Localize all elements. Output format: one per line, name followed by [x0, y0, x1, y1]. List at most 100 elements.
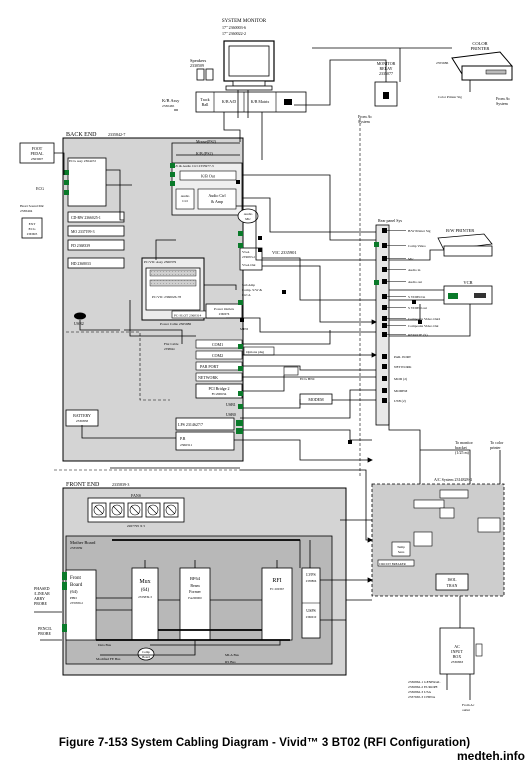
rear-label: S VIDEO out: [408, 306, 427, 310]
vic-label: VIC 2335901: [272, 250, 297, 255]
isol-tran-a: ISOL: [448, 577, 457, 582]
connector: [418, 320, 422, 324]
cable-line: [234, 439, 370, 461]
arrowhead: [371, 352, 377, 358]
ext-ecg-pn: 2363605: [27, 232, 38, 236]
par-port-label: PAR PORT: [200, 364, 219, 369]
rear-label: NETWORK: [394, 365, 412, 369]
frontend-title: FRONT END: [66, 482, 100, 488]
connector: [258, 236, 262, 240]
speakers: Speakers 2330509: [190, 58, 214, 81]
from-ac-label-1: From Ac: [358, 114, 372, 119]
rear-connector: [382, 376, 387, 381]
rear-label: B/W Printer Sig: [408, 229, 431, 233]
ac-cable-1: 2336862-1 GENERAL: [408, 680, 440, 684]
power-outlets-pn: 2360076: [219, 312, 230, 316]
monitor-pn-1: 17" 2360003-6: [222, 25, 246, 30]
rear-label: Audio out: [408, 280, 422, 284]
kb-assy-pn: 2330465: [162, 104, 175, 108]
color-printer-sig: Color Printer Sig: [438, 95, 462, 99]
cable-line: [54, 152, 65, 175]
cable-line: [242, 330, 331, 345]
cable-line: [242, 365, 376, 371]
vcr: VCR: [443, 280, 493, 305]
pr-pn: 2366311: [180, 443, 192, 447]
ac-cable-2: 2336862-2 EUROPE: [408, 685, 438, 689]
lps-label: LPS 2314627/7: [178, 422, 203, 427]
front-board-a: Front: [70, 576, 81, 581]
bf64-d: FA200000: [188, 596, 202, 600]
mux-a: Mux: [139, 579, 150, 585]
sub-amp-c: Ctrl A: [242, 293, 251, 297]
vga-out-label: VGA Out: [242, 263, 256, 267]
fan-blade-icon: [111, 504, 123, 516]
front-board-b: Board: [70, 583, 83, 588]
fan-blade-icon: [93, 504, 105, 516]
cable-line: [204, 284, 237, 290]
rfi-b: FC 200367: [270, 587, 285, 591]
cable-line: [129, 300, 196, 337]
kb-out-label: K/B Out: [201, 174, 216, 179]
probe-arry: ARRY: [34, 596, 45, 601]
mouse-ps2-label: Mouse(PS2): [196, 139, 217, 144]
speakers-label: Speakers: [190, 58, 206, 63]
cable-line: [243, 429, 372, 441]
cable-line: [240, 389, 376, 419]
from-ac-outlet-a: From Ac: [462, 703, 475, 707]
comp-board-a: Comp: [142, 650, 150, 654]
front-board-e: 2335839-2: [70, 601, 83, 605]
hd-label: HD 2368033: [71, 262, 91, 266]
lvps-b: 2338866: [306, 579, 317, 583]
connector: [348, 440, 352, 444]
rear-connector: [382, 388, 387, 393]
rfi-board: RFI FC 200367: [261, 567, 293, 641]
pci-bridge-label: PCI Bridge 2: [208, 386, 229, 391]
mini-label: MINI: [240, 327, 249, 331]
probe-pencil-label: PROBE: [38, 631, 51, 636]
color-printer: COLOR PRINTER 2355686 Color Printer Sig …: [436, 41, 513, 106]
rear-connector: [382, 243, 387, 248]
cable-line: [106, 169, 124, 221]
to-color-a: To color: [490, 440, 504, 445]
rear-label: Mic: [408, 257, 414, 261]
network-label: NETWORK: [198, 375, 218, 380]
connector: [170, 181, 175, 186]
front-board-c: (64): [70, 589, 78, 594]
rear-label: PAR. PORT: [394, 355, 412, 359]
frontend-pn: 2335839-3: [112, 482, 129, 487]
connector: [238, 243, 243, 248]
lvps-usps: LVPS 2338866 USPS 2366010: [301, 567, 321, 639]
pc-slot-label: PC-SLOT 2360314: [174, 314, 202, 318]
rear-label: Composite Video Out2: [408, 317, 440, 321]
rear-label: Comp Video: [408, 244, 426, 248]
fan-line: [112, 505, 122, 515]
color-printer-label: COLOR: [472, 41, 487, 46]
ecg-label: ECG: [36, 186, 44, 191]
probes: PHASED /LINEAR ARRY PROBE PENCIL PROBE: [34, 586, 53, 636]
cable-wiring: [34, 47, 501, 700]
usb1-label: USB1: [226, 402, 236, 407]
kb-ad-label: K/B A/D: [222, 99, 236, 104]
rfi-a: RFI: [272, 578, 281, 584]
rear-label: S VIDEO in: [408, 295, 425, 299]
rear-label: MODEM: [394, 389, 408, 393]
from-ac-label-2: From Ac: [496, 96, 510, 101]
to-color-b: printer: [490, 445, 501, 450]
probe-pencil: PENCIL: [38, 626, 53, 631]
rear-connector: [382, 398, 387, 403]
rear-connector: [382, 279, 387, 284]
temp-sens-b: Sens: [398, 550, 405, 554]
arrowhead: [367, 577, 373, 583]
com1-label: COM1: [212, 342, 223, 347]
kb-assy-label: K/B Assy: [162, 98, 180, 103]
from-ac-system-2: System: [496, 101, 509, 106]
circuit-breaker-label: CIRCUIT BREAKER: [379, 562, 406, 566]
rear-connector: [382, 332, 387, 337]
pr-label: P.R: [180, 436, 186, 441]
cable-line: [262, 257, 376, 301]
connector: [238, 344, 243, 349]
fan-line: [94, 505, 104, 515]
rear-label: USB (2): [394, 399, 407, 403]
cable-line: [150, 640, 281, 646]
